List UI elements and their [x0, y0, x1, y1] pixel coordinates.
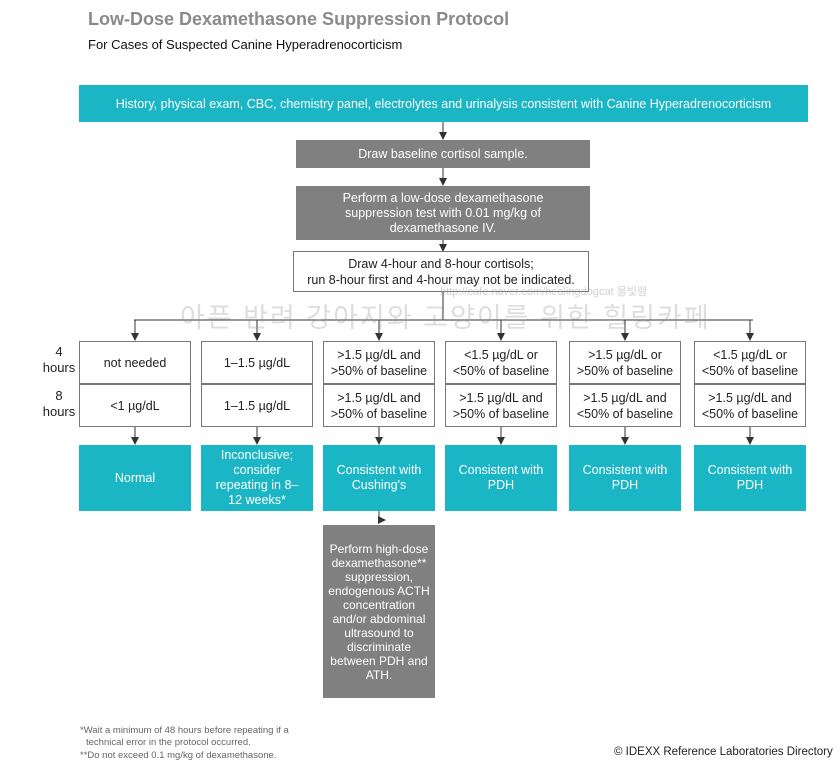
cell-8h-col-2-line: 1–1.5 µg/dL [223, 398, 291, 413]
cell-4h-col-4-line: <1.5 µg/dL or [464, 347, 538, 362]
draw-cortisols-line-2: run 8-hour first and 4-hour may not be i… [307, 272, 575, 287]
cell-8h-col-4-text: >1.5 µg/dL and>50% of baseline [453, 390, 549, 422]
cell-4h-col-6: <1.5 µg/dL or<50% of baseline [694, 341, 806, 384]
cell-4h-col-3-line: >50% of baseline [330, 363, 428, 378]
row-label-8-hours: 8 hours [40, 388, 78, 420]
cell-4h-col-1-line: not needed [103, 355, 167, 370]
cell-8h-col-1-line: <1 µg/dL [110, 398, 160, 413]
row-label-4-number: 4 [55, 344, 63, 359]
row-label-8-number: 8 [55, 388, 63, 403]
cell-4h-col-5-line: >50% of baseline [576, 363, 674, 378]
cell-8h-col-4-line: >50% of baseline [452, 406, 550, 421]
result-box-col-3: Consistent with Cushing's [323, 445, 435, 511]
cell-4h-col-4-line: <50% of baseline [452, 363, 550, 378]
cell-8h-col-5: >1.5 µg/dL and<50% of baseline [569, 384, 681, 427]
footnote-2: **Do not exceed 0.1 mg/kg of dexamethaso… [80, 750, 277, 761]
cell-4h-col-2-line: 1–1.5 µg/dL [223, 355, 291, 370]
draw-cortisols-box: Draw 4-hour and 8-hour cortisols; run 8-… [293, 251, 589, 292]
cell-4h-col-1-text: not needed [104, 355, 167, 371]
cell-4h-col-6-text: <1.5 µg/dL or<50% of baseline [702, 347, 798, 379]
cell-8h-col-1: <1 µg/dL [79, 384, 191, 427]
cell-8h-col-3-line: >50% of baseline [330, 406, 428, 421]
cell-4h-col-5-text: >1.5 µg/dL or>50% of baseline [577, 347, 673, 379]
result-box-col-1: Normal [79, 445, 191, 511]
page-subtitle: For Cases of Suspected Canine Hyperadren… [88, 37, 403, 52]
cell-8h-col-3-text: >1.5 µg/dL and>50% of baseline [331, 390, 427, 422]
cell-4h-col-6-line: <1.5 µg/dL or [713, 347, 787, 362]
row-label-4-hours: 4 hours [40, 344, 78, 376]
cell-4h-col-2-text: 1–1.5 µg/dL [224, 355, 290, 371]
cell-8h-col-6-text: >1.5 µg/dL and<50% of baseline [702, 390, 798, 422]
cell-4h-col-4-text: <1.5 µg/dL or<50% of baseline [453, 347, 549, 379]
cell-8h-col-5-line: <50% of baseline [576, 406, 674, 421]
cell-8h-col-6-line: >1.5 µg/dL and [708, 390, 792, 405]
watermark-text: 아픈 반려 강아지와 고양이를 위한 힐링카페 [180, 303, 711, 333]
cell-4h-col-5-line: >1.5 µg/dL or [588, 347, 662, 362]
copyright-notice: © IDEXX Reference Laboratories Directory [614, 746, 833, 758]
cell-8h-col-1-text: <1 µg/dL [110, 398, 159, 414]
cell-4h-col-3-line: >1.5 µg/dL and [337, 347, 421, 362]
result-box-col-2: Inconclusive; consider repeating in 8–12… [201, 445, 313, 511]
result-box-col-4: Consistent with PDH [445, 445, 557, 511]
watermark-url: http://cafe.naver.com/healingdogcat 몰빛령 [440, 286, 648, 298]
page-title: Low-Dose Dexamethasone Suppression Proto… [88, 9, 510, 29]
cell-8h-col-4-line: >1.5 µg/dL and [459, 390, 543, 405]
high-dose-box: Perform high-dose dexamethasone** suppre… [323, 525, 435, 698]
result-box-col-6: Consistent with PDH [694, 445, 806, 511]
cell-8h-col-2-text: 1–1.5 µg/dL [224, 398, 290, 414]
cell-8h-col-6-line: <50% of baseline [701, 406, 799, 421]
cell-8h-col-5-line: >1.5 µg/dL and [583, 390, 667, 405]
cell-4h-col-4: <1.5 µg/dL or<50% of baseline [445, 341, 557, 384]
cell-4h-col-6-line: <50% of baseline [701, 363, 799, 378]
cell-4h-col-5: >1.5 µg/dL or>50% of baseline [569, 341, 681, 384]
row-label-8-unit: hours [42, 404, 76, 419]
cell-8h-col-5-text: >1.5 µg/dL and<50% of baseline [577, 390, 673, 422]
result-box-col-5: Consistent with PDH [569, 445, 681, 511]
cell-4h-col-1: not needed [79, 341, 191, 384]
baseline-cortisol-box: Draw baseline cortisol sample. [296, 140, 590, 168]
footnote-1b: technical error in the protocol occurred… [86, 737, 251, 748]
cell-8h-col-2: 1–1.5 µg/dL [201, 384, 313, 427]
low-dose-test-box: Perform a low-dose dexamethasone suppres… [296, 186, 590, 240]
cell-4h-col-2: 1–1.5 µg/dL [201, 341, 313, 384]
draw-cortisols-line-1: Draw 4-hour and 8-hour cortisols; [348, 256, 534, 271]
cell-8h-col-3: >1.5 µg/dL and>50% of baseline [323, 384, 435, 427]
row-label-4-unit: hours [42, 360, 76, 375]
cell-8h-col-3-line: >1.5 µg/dL and [337, 390, 421, 405]
cell-4h-col-3: >1.5 µg/dL and>50% of baseline [323, 341, 435, 384]
footnote-1a: *Wait a minimum of 48 hours before repea… [80, 725, 289, 736]
history-box: History, physical exam, CBC, chemistry p… [79, 85, 808, 122]
cell-8h-col-6: >1.5 µg/dL and<50% of baseline [694, 384, 806, 427]
cell-8h-col-4: >1.5 µg/dL and>50% of baseline [445, 384, 557, 427]
cell-4h-col-3-text: >1.5 µg/dL and>50% of baseline [331, 347, 427, 379]
